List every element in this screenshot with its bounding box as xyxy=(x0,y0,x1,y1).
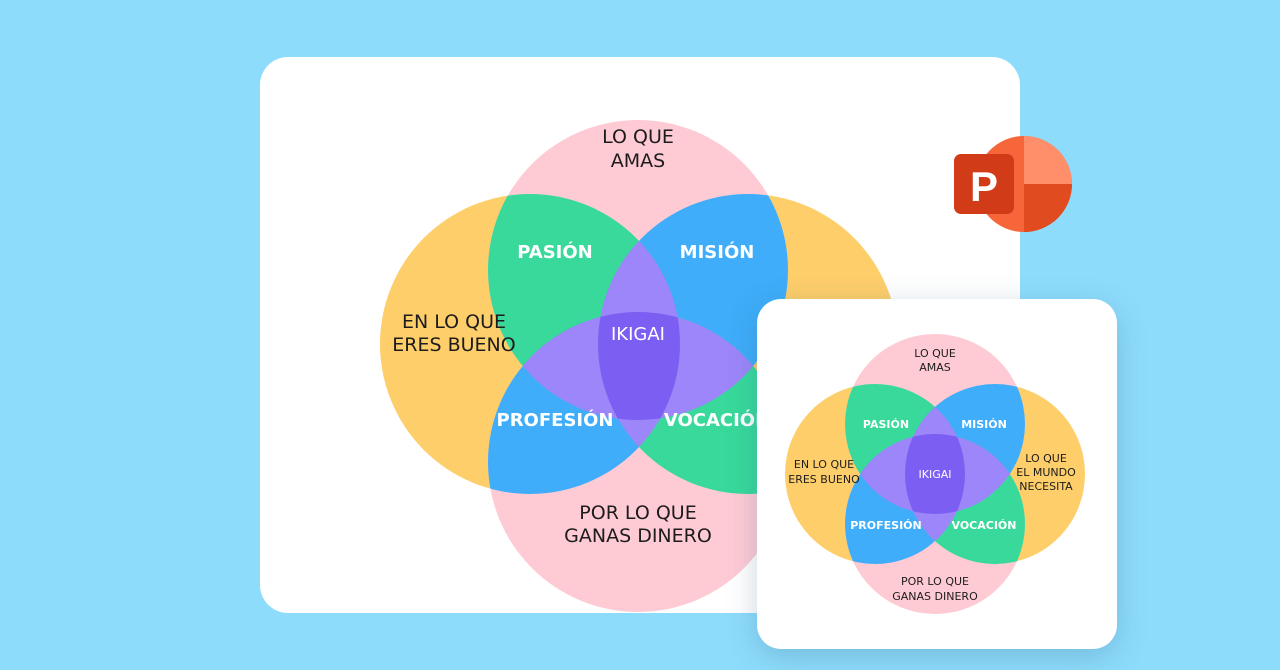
powerpoint-letter: P xyxy=(970,163,998,210)
label-good-at-2: ERES BUENO xyxy=(392,334,515,356)
thumb-region-good-world xyxy=(905,384,965,564)
ikigai-diagram-main: LO QUE AMAS EN LO QUE ERES BUENO POR LO … xyxy=(380,120,898,612)
label-love-2: AMAS xyxy=(611,150,665,172)
thumb-label-world-needs-2: EL MUNDO xyxy=(1016,466,1076,479)
label-paid-for-1: POR LO QUE xyxy=(579,502,696,524)
label-vocation: VOCACIÓN xyxy=(664,409,770,431)
ikigai-diagram-thumbnail: LO QUE AMAS EN LO QUE ERES BUENO LO QUE … xyxy=(785,334,1085,614)
thumb-label-mission: MISIÓN xyxy=(961,418,1007,431)
label-mission: MISIÓN xyxy=(680,241,755,263)
main-diagram-card: LO QUE AMAS EN LO QUE ERES BUENO POR LO … xyxy=(260,57,1020,613)
thumb-label-paid-for-2: GANAS DINERO xyxy=(892,590,978,603)
region-love-paid xyxy=(488,312,788,420)
thumb-label-love-2: AMAS xyxy=(919,361,951,374)
label-good-at-1: EN LO QUE xyxy=(402,311,506,333)
thumb-label-good-at-2: ERES BUENO xyxy=(788,473,860,486)
thumb-label-love-1: LO QUE xyxy=(914,347,956,360)
label-ikigai: IKIGAI xyxy=(611,324,665,345)
label-profession: PROFESIÓN xyxy=(497,409,614,431)
thumb-label-good-at-1: EN LO QUE xyxy=(794,458,854,471)
thumb-label-passion: PASIÓN xyxy=(863,418,909,431)
thumb-label-world-needs-3: NECESITA xyxy=(1019,480,1073,493)
thumb-label-vocation: VOCACIÓN xyxy=(952,519,1017,532)
thumb-label-profession: PROFESIÓN xyxy=(850,519,921,532)
thumb-region-love-paid xyxy=(845,434,1025,514)
thumb-label-world-needs-1: LO QUE xyxy=(1025,452,1067,465)
label-passion: PASIÓN xyxy=(517,241,593,263)
thumb-label-ikigai: IKIGAI xyxy=(919,468,952,481)
thumb-label-paid-for-1: POR LO QUE xyxy=(901,575,969,588)
label-paid-for-2: GANAS DINERO xyxy=(564,525,712,547)
powerpoint-icon: P xyxy=(952,130,1076,240)
thumbnail-diagram-card: LO QUE AMAS EN LO QUE ERES BUENO LO QUE … xyxy=(757,299,1117,649)
label-love-1: LO QUE xyxy=(602,126,674,148)
